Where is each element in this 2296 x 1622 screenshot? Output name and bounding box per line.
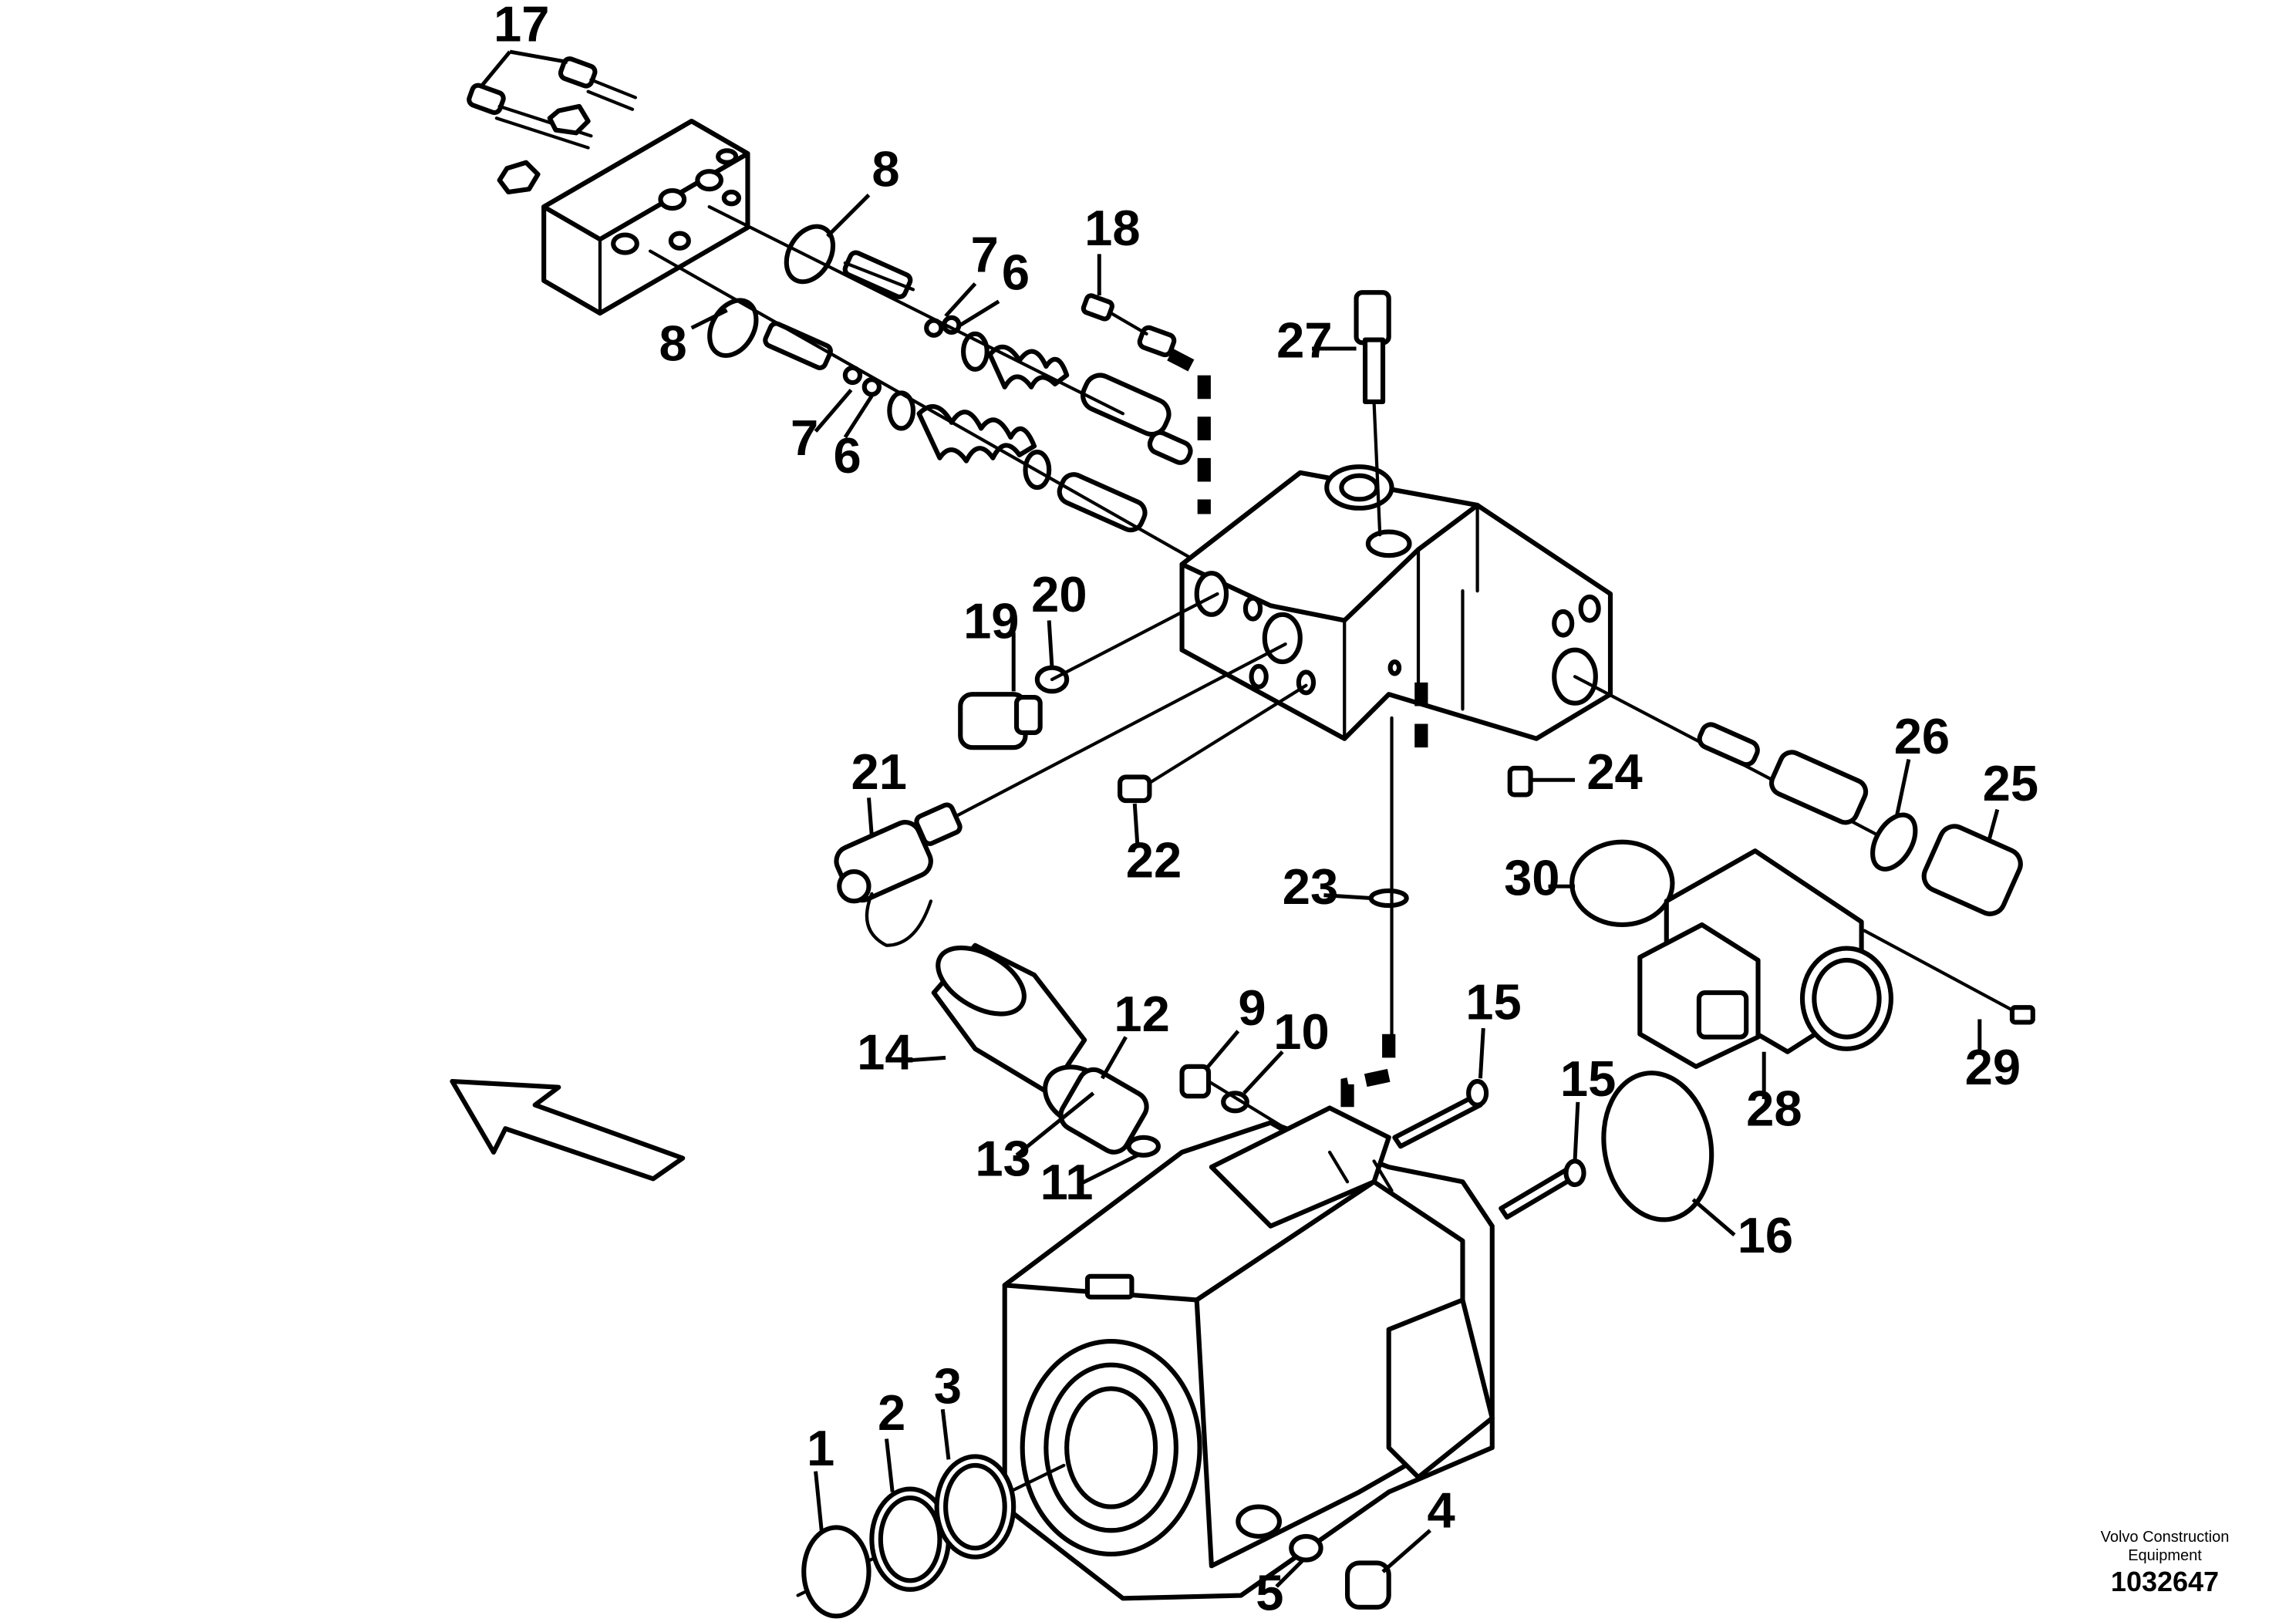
oring-16 [1601,1071,1714,1222]
callout-15-right: 15 [1560,1050,1616,1107]
callout-13: 13 [975,1131,1030,1187]
callout-21: 21 [851,744,907,800]
dashed-reference-lines [1167,349,1428,1123]
callout-27: 27 [1276,312,1332,369]
callout-19: 19 [963,592,1019,649]
plug-22 [1118,683,1308,804]
callout-16: 16 [1738,1207,1793,1263]
callout-22: 22 [1126,832,1182,889]
callout-8-lower: 8 [659,315,687,371]
callout-3: 3 [934,1358,962,1415]
front-rings [796,1454,1066,1619]
callout-7-lower: 7 [791,410,818,466]
pump-housing [1002,1105,1495,1601]
plug-18 [1081,293,1177,358]
test-coupling-21 [834,642,1287,947]
callout-18: 18 [1084,200,1140,256]
callout-2: 2 [878,1384,905,1441]
callout-6-upper: 6 [1002,244,1030,300]
plug-24 [1507,765,1533,798]
callout-17: 17 [494,0,549,52]
callout-29: 29 [1965,1039,2021,1095]
screws-17 [467,49,637,195]
springs-15 [1392,1078,1586,1220]
callout-12: 12 [1114,986,1169,1042]
callout-5: 5 [1256,1565,1283,1621]
callout-15-left: 15 [1465,974,1521,1030]
callout-30: 30 [1504,850,1559,906]
oring-23 [1368,716,1409,1036]
solenoid-valve-28 [1569,839,2035,1069]
cover-14 [931,943,1161,1158]
callout-14: 14 [857,1024,912,1081]
callout-9: 9 [1238,980,1266,1036]
drawing-number: 1032647 [2110,1566,2220,1597]
callout-6-lower: 6 [834,427,861,484]
leader-lines [690,194,2000,1588]
callout-labels: 17 8 8 7 6 7 6 18 27 19 20 21 22 23 24 2… [494,0,2038,1621]
callout-4: 4 [1427,1482,1455,1538]
valve-block [1179,464,1613,741]
callout-23: 23 [1283,858,1338,915]
plug-19 [958,592,1219,750]
credit-line-2: Equipment [2128,1547,2202,1564]
callout-8-upper: 8 [872,140,899,197]
callout-24: 24 [1586,744,1642,800]
callout-7-upper: 7 [971,226,999,282]
bolt-27 [1354,290,1391,537]
assembly-lines [648,205,1199,563]
callout-1: 1 [807,1420,834,1476]
callout-28: 28 [1746,1080,1802,1136]
plug-9 [1179,1064,1302,1139]
publisher-credit: Volvo Construction Equipment 1032647 [2065,1528,2265,1599]
callout-26: 26 [1894,708,1950,764]
plug-4 [1289,1533,1391,1610]
callout-10: 10 [1273,1003,1329,1060]
direction-arrow-icon [450,1078,686,1182]
right-cartridge [1573,675,2023,916]
callout-20: 20 [1031,566,1087,622]
mounting-plate [541,118,750,316]
callout-11: 11 [1040,1154,1094,1210]
callout-25: 25 [1983,755,2038,811]
credit-line-1: Volvo Construction [2100,1529,2230,1546]
